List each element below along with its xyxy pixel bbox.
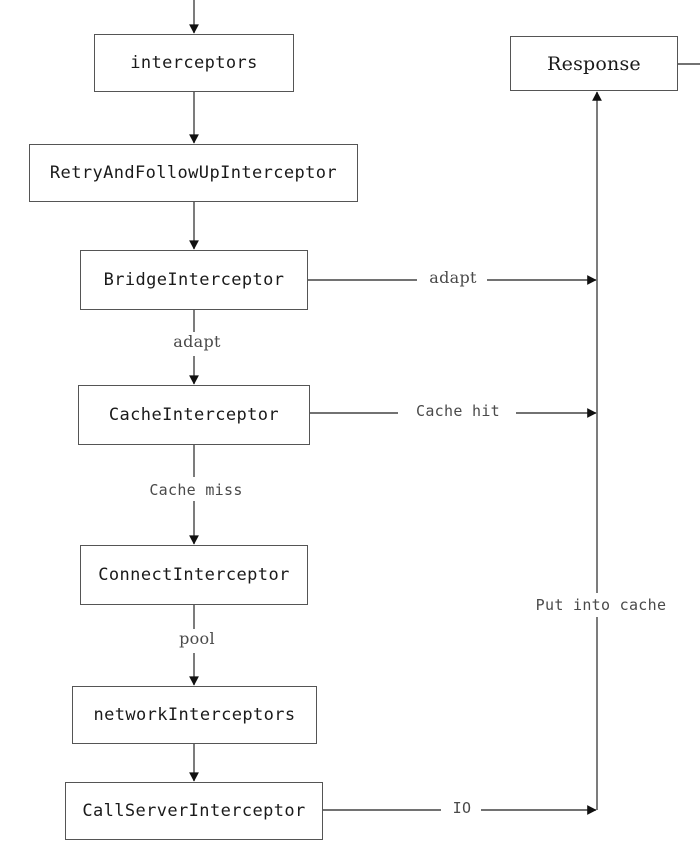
node-label: BridgeInterceptor bbox=[103, 270, 285, 290]
node-label: interceptors bbox=[130, 53, 258, 73]
node-cache-interceptor[interactable]: CacheInterceptor bbox=[78, 385, 310, 445]
node-label: ConnectInterceptor bbox=[98, 565, 290, 585]
node-call-server-interceptor[interactable]: CallServerInterceptor bbox=[65, 782, 323, 840]
node-label: networkInterceptors bbox=[93, 705, 296, 725]
node-bridge-interceptor[interactable]: BridgeInterceptor bbox=[80, 250, 308, 310]
edge-label-adapt-right: adapt bbox=[419, 269, 487, 287]
node-label: RetryAndFollowUpInterceptor bbox=[49, 163, 338, 183]
edge-label-pool: pool bbox=[170, 630, 224, 648]
node-label: CallServerInterceptor bbox=[82, 801, 306, 821]
edge-label-cache-miss: Cache miss bbox=[132, 481, 260, 499]
node-network-interceptors[interactable]: networkInterceptors bbox=[72, 686, 317, 744]
edge-label-adapt-down: adapt bbox=[163, 333, 231, 351]
node-label: Response bbox=[547, 52, 641, 75]
edge-label-put-into-cache: Put into cache bbox=[519, 596, 683, 614]
node-label: CacheInterceptor bbox=[108, 405, 280, 425]
node-retry-and-follow-up-interceptor[interactable]: RetryAndFollowUpInterceptor bbox=[29, 144, 358, 202]
node-interceptors[interactable]: interceptors bbox=[94, 34, 294, 92]
edge-label-cache-hit: Cache hit bbox=[400, 402, 516, 420]
node-connect-interceptor[interactable]: ConnectInterceptor bbox=[80, 545, 308, 605]
edge-label-io: IO bbox=[443, 799, 481, 817]
node-response[interactable]: Response bbox=[510, 36, 678, 91]
